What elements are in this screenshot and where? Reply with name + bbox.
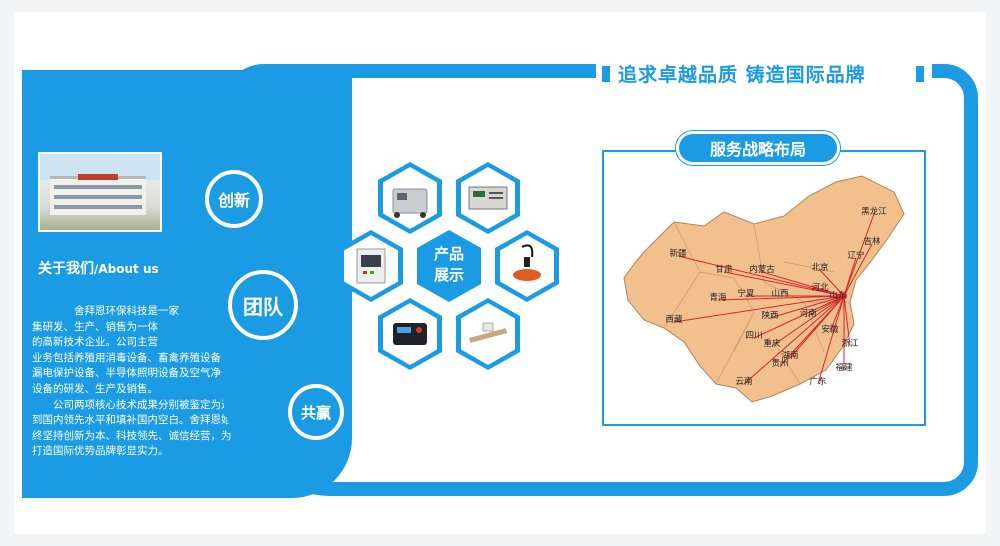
- slogan-backdrop: [596, 58, 932, 88]
- map-title: 服务战略布局: [676, 131, 840, 165]
- team-badge: 团队: [228, 270, 298, 340]
- route-line: [673, 295, 845, 323]
- province-label: 辽宁: [847, 250, 864, 261]
- province-label: 黑龙江: [861, 206, 887, 217]
- win-badge: 共赢: [288, 384, 344, 440]
- route-line: [843, 257, 857, 297]
- route-line: [743, 295, 845, 385]
- slogan-bar-right: [916, 66, 924, 82]
- slogan: 追求卓越品质 铸造国际品牌: [618, 64, 866, 86]
- slogan-bar-left: [602, 66, 610, 82]
- province-label: 北京: [811, 262, 828, 273]
- route-line: [817, 295, 845, 385]
- province-label: 河南: [799, 308, 816, 319]
- province-label: 广东: [809, 376, 826, 387]
- route-line: [769, 295, 845, 319]
- province-label: 云南: [735, 376, 752, 387]
- building-sign-icon: [78, 174, 118, 180]
- province-label: 四川: [745, 331, 762, 341]
- route-line: [819, 289, 845, 297]
- route-hub-marker: [841, 293, 847, 299]
- company-building-photo: [38, 152, 162, 232]
- innovation-badge: 创新: [205, 170, 263, 228]
- route-line: [677, 255, 845, 297]
- route-line: [717, 295, 845, 301]
- about-text: 舍拜恩环保科技是一家 集研发、生产、销售为一体 的高新技术企业。公司主营 业务包…: [32, 305, 232, 458]
- sterilizer-machine-icon: [392, 188, 428, 218]
- product-label-line2: 展示: [433, 266, 464, 284]
- route-line: [761, 271, 845, 297]
- route-line: [779, 295, 845, 367]
- province-label: 内蒙古: [749, 264, 775, 275]
- province-label: 贵州: [771, 358, 788, 369]
- province-label: 西藏: [665, 314, 683, 325]
- province-label: 福建: [835, 362, 853, 373]
- province-label: 陕西: [761, 310, 778, 321]
- leakage-protector-icon: [393, 323, 427, 345]
- province-label: 湖南: [781, 350, 798, 361]
- province-label: 吉林: [863, 236, 881, 247]
- province-label: 新疆: [669, 248, 687, 259]
- building-icon: [50, 176, 146, 215]
- route-line: [723, 271, 845, 297]
- product-label-line1: 产品: [433, 245, 464, 263]
- lighting-tube-icon: [469, 322, 508, 343]
- route-line: [843, 243, 873, 297]
- province-label: 山东: [829, 290, 846, 301]
- province-label: 甘肃: [715, 264, 733, 275]
- route-line: [843, 295, 851, 347]
- route-line: [771, 295, 845, 347]
- province-label: 安徽: [821, 324, 839, 335]
- province-label: 重庆: [763, 338, 781, 349]
- lamp-icon: [513, 244, 541, 281]
- route-line: [829, 295, 845, 333]
- province-label: 青海: [709, 292, 727, 303]
- province-label: 山西: [771, 288, 788, 299]
- about-title: 关于我们/About us: [38, 261, 159, 277]
- province-label: 河北: [811, 282, 829, 293]
- route-line: [753, 295, 845, 339]
- control-cabinet-icon: [356, 248, 386, 284]
- province-label: 浙江: [841, 338, 859, 349]
- controller-box-icon: [468, 186, 508, 210]
- route-lines: [673, 213, 875, 385]
- route-line: [819, 269, 845, 297]
- province-label: 宁夏: [737, 288, 755, 299]
- route-line: [843, 213, 875, 297]
